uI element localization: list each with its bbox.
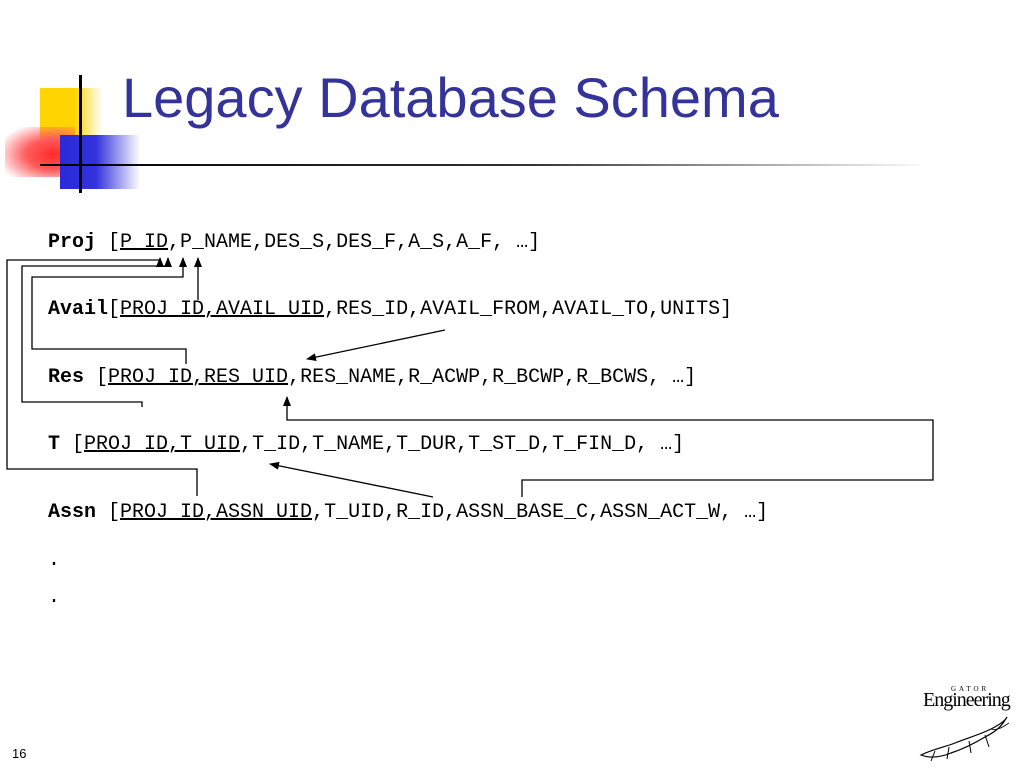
connector-assn-projid-to-proj (6, 257, 198, 496)
connector-assn-tuid-to-t (269, 461, 434, 498)
key-fields-t: PROJ_ID,T_UID (84, 433, 241, 456)
other-fields-assn: ,T_UID,R_ID,ASSN_BASE_C,ASSN_ACT_W, …] (312, 501, 769, 524)
slide-logo-squares-icon (0, 75, 930, 195)
table-name-assn: Assn (48, 501, 97, 524)
table-name-t: T (48, 433, 61, 456)
table-name-avail: Avail (48, 298, 109, 321)
bracket-open: [ (60, 433, 85, 456)
schema-row-t: T [PROJ_ID,T_UID,T_ID,T_NAME,T_DUR,T_ST_… (48, 433, 684, 457)
bracket-open: [ (108, 298, 121, 321)
slide-title: Legacy Database Schema (122, 66, 779, 129)
other-fields-avail: ,RES_ID,AVAIL_FROM,AVAIL_TO,UNITS] (324, 298, 733, 321)
gator-engineering-logo: GATOR Engineering (915, 685, 1015, 765)
schema-row-res: Res [PROJ_ID,RES_UID,RES_NAME,R_ACWP,R_B… (48, 366, 696, 390)
blue-square (60, 135, 140, 189)
table-name-res: Res (48, 366, 85, 389)
ellipsis-dot-2: . (48, 586, 61, 609)
schema-row-assn: Assn [PROJ_ID,ASSN_UID,T_UID,R_ID,ASSN_B… (48, 501, 768, 525)
page-number: 16 (12, 746, 27, 761)
schema-row-proj: Proj [P_ID,P_NAME,DES_S,DES_F,A_S,A_F, …… (48, 231, 540, 255)
gator-icon (919, 716, 1010, 762)
ellipsis-dot-1: . (48, 549, 61, 572)
title-underline-rule (40, 164, 930, 166)
other-fields-res: ,RES_NAME,R_ACWP,R_BCWP,R_BCWS, …] (288, 366, 697, 389)
connector-avail-resid-to-res (306, 329, 446, 362)
connector-t-projid-to-proj (21, 257, 172, 407)
key-fields-res: PROJ_ID,RES_UID (108, 366, 289, 389)
brand-top-text: GATOR (951, 685, 990, 693)
other-fields-proj: ,P_NAME,DES_S,DES_F,A_S,A_F, …] (168, 231, 541, 254)
brand-word: Engineering (923, 689, 1011, 711)
key-fields-avail: PROJ_ID,AVAIL_UID (120, 298, 325, 321)
schema-row-avail: Avail[PROJ_ID,AVAIL_UID,RES_ID,AVAIL_FRO… (48, 298, 732, 322)
bracket-open: [ (96, 501, 121, 524)
bracket-open: [ (84, 366, 109, 389)
connector-avail-projid-to-proj (31, 257, 187, 364)
key-fields-assn: PROJ_ID,ASSN_UID (120, 501, 313, 524)
vertical-rule (79, 75, 82, 193)
other-fields-t: ,T_ID,T_NAME,T_DUR,T_ST_D,T_FIN_D, …] (240, 433, 685, 456)
table-name-proj: Proj (48, 231, 97, 254)
bracket-open: [ (96, 231, 121, 254)
key-fields-proj: P_ID (120, 231, 169, 254)
connector-assn-rid-to-res (283, 396, 934, 497)
